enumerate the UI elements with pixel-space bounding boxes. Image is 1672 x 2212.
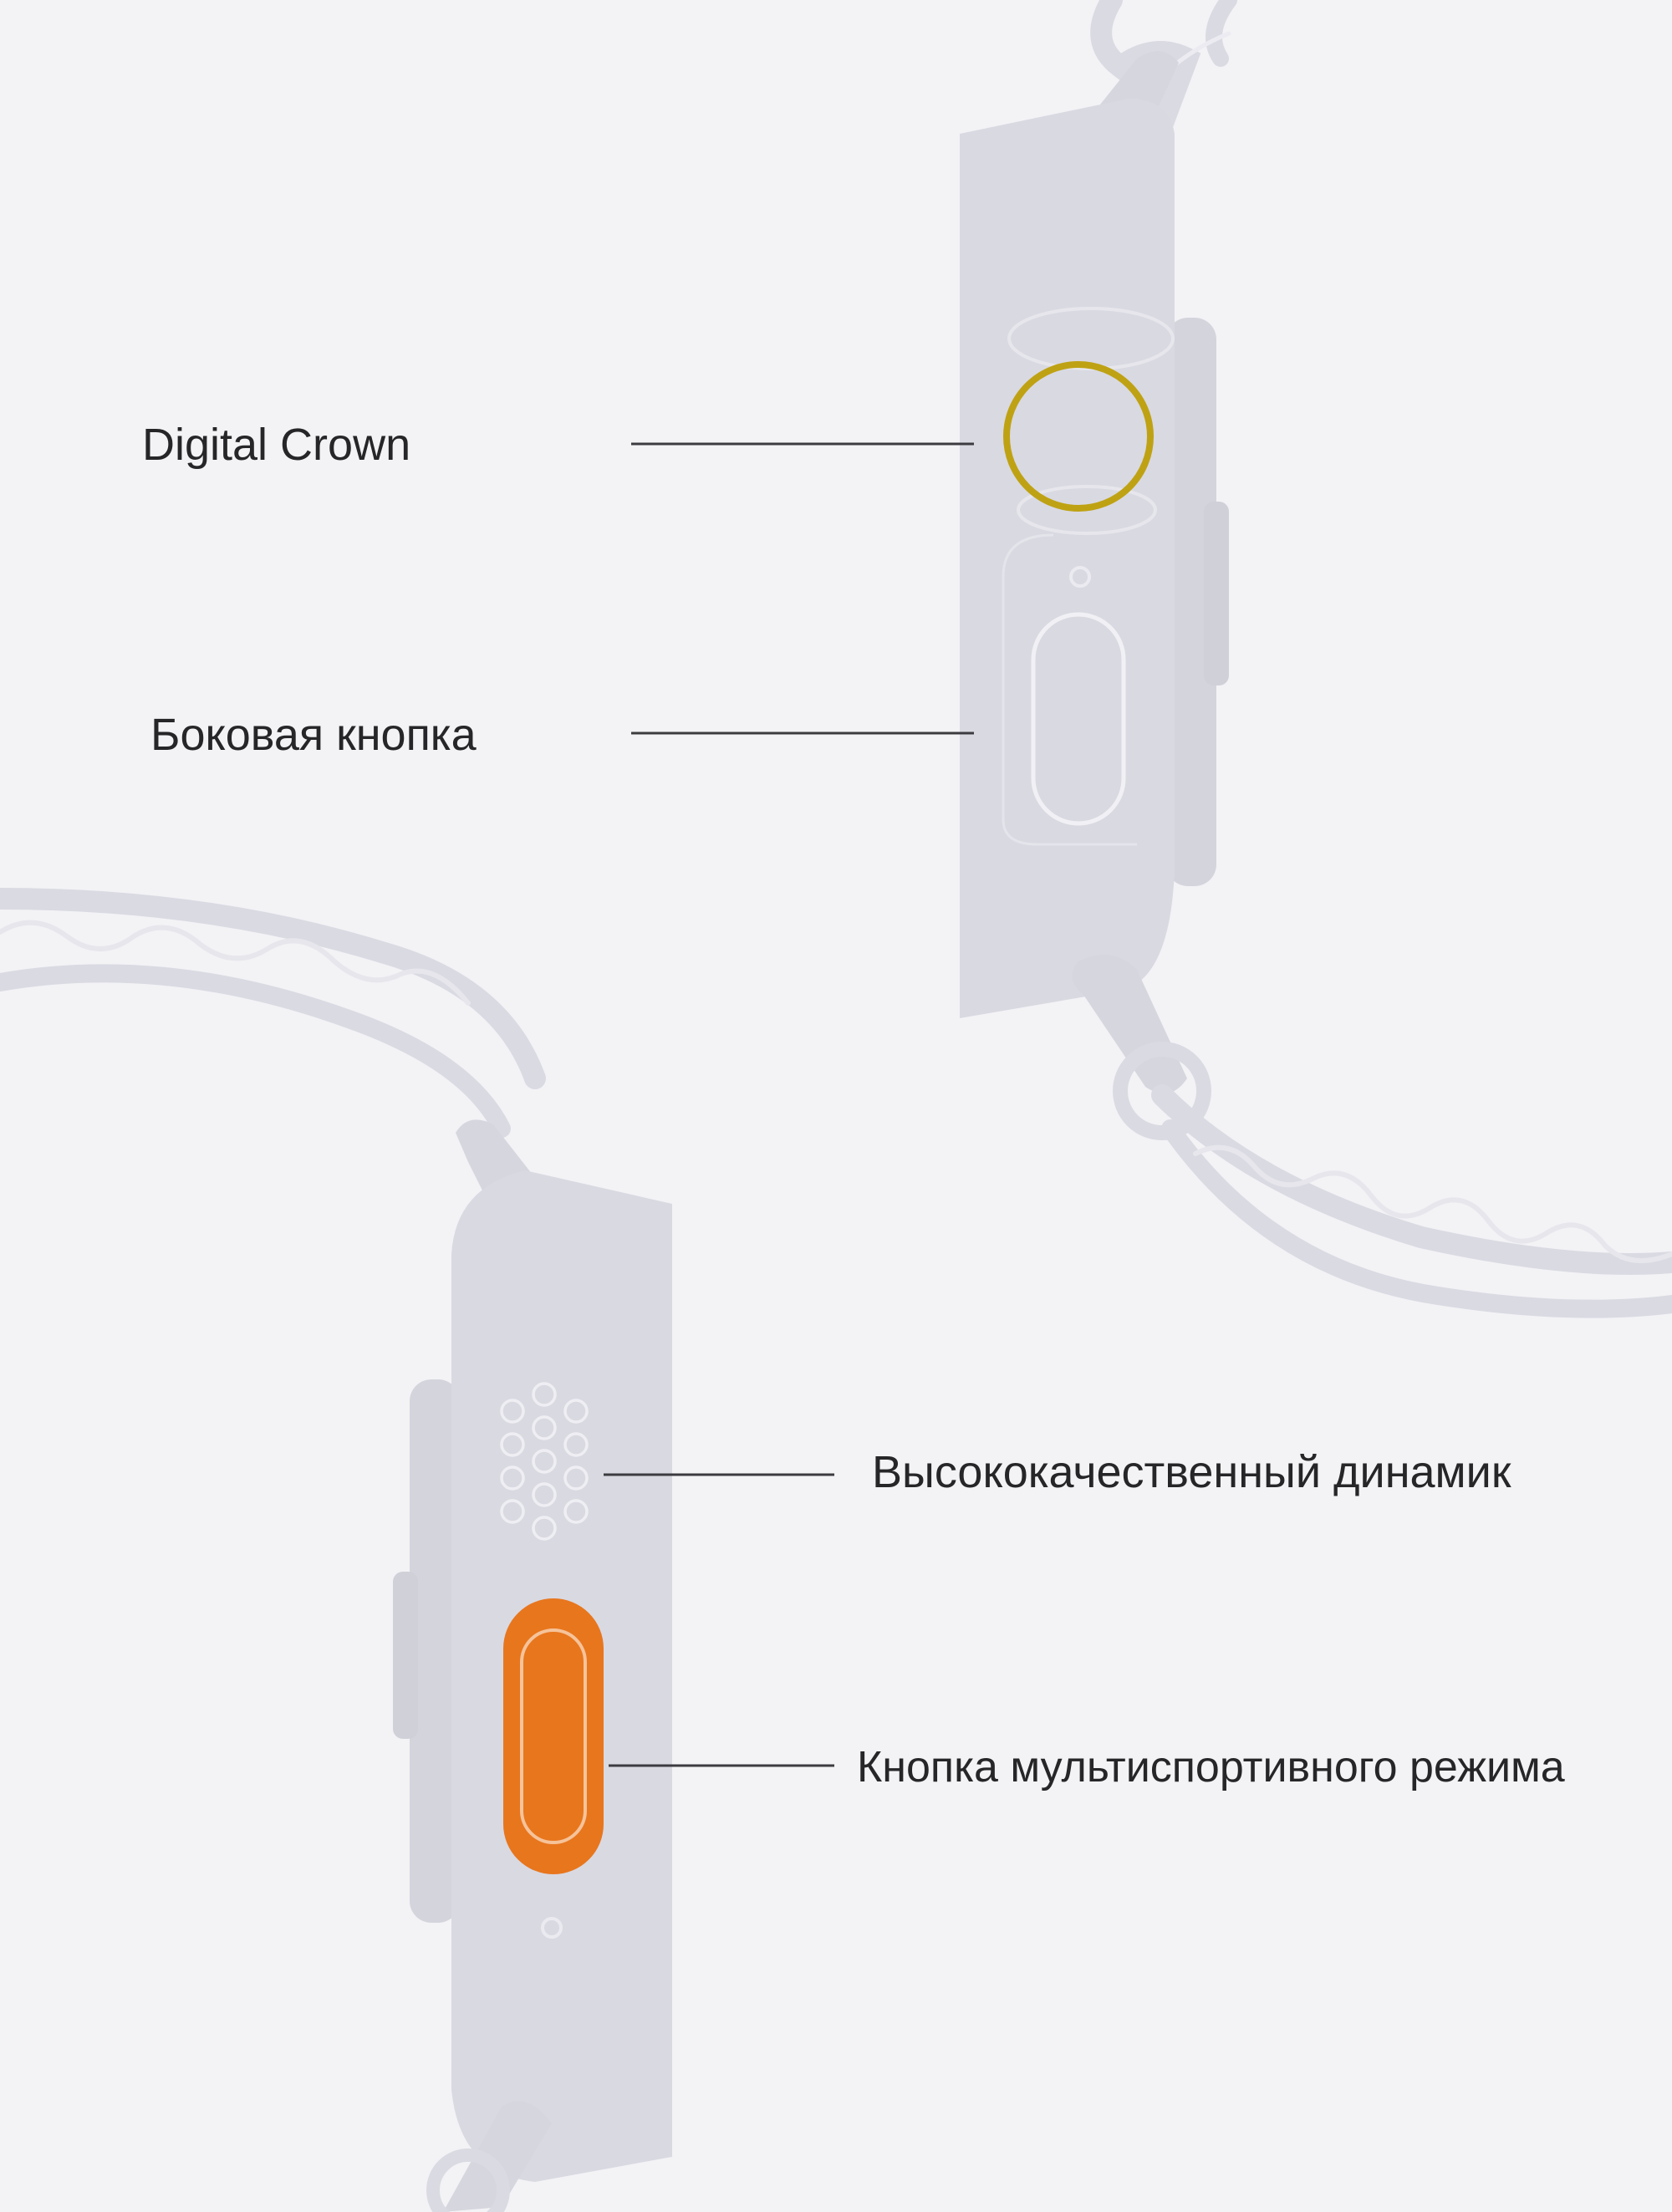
bottom-watch-upper-strap bbox=[0, 888, 546, 1138]
bottom-watch-back-case bbox=[410, 1379, 460, 1923]
speaker-label: Высококачественный динамик bbox=[872, 1447, 1511, 1497]
top-watch-back-case bbox=[1166, 318, 1216, 886]
top-watch bbox=[960, 0, 1672, 1318]
top-watch-case bbox=[960, 99, 1175, 1018]
digital-crown-label: Digital Crown bbox=[142, 420, 411, 470]
bottom-watch bbox=[0, 888, 672, 2212]
bottom-watch-mic-hole bbox=[541, 1917, 563, 1939]
digital-crown-icon bbox=[1003, 361, 1154, 512]
top-watch-lower-lug bbox=[1072, 955, 1187, 1093]
side-button-label: Боковая кнопка bbox=[150, 710, 477, 760]
bottom-watch-lower-lug bbox=[443, 2101, 552, 2212]
action-button-label: Кнопка мультиспортивного режима bbox=[857, 1743, 1565, 1792]
side-button-icon bbox=[1031, 612, 1126, 826]
top-watch-mic-hole bbox=[1069, 566, 1091, 588]
top-watch-lower-strap bbox=[1151, 1084, 1672, 1318]
action-button-icon bbox=[503, 1598, 604, 1874]
speaker-grille-icon bbox=[500, 1382, 589, 1541]
